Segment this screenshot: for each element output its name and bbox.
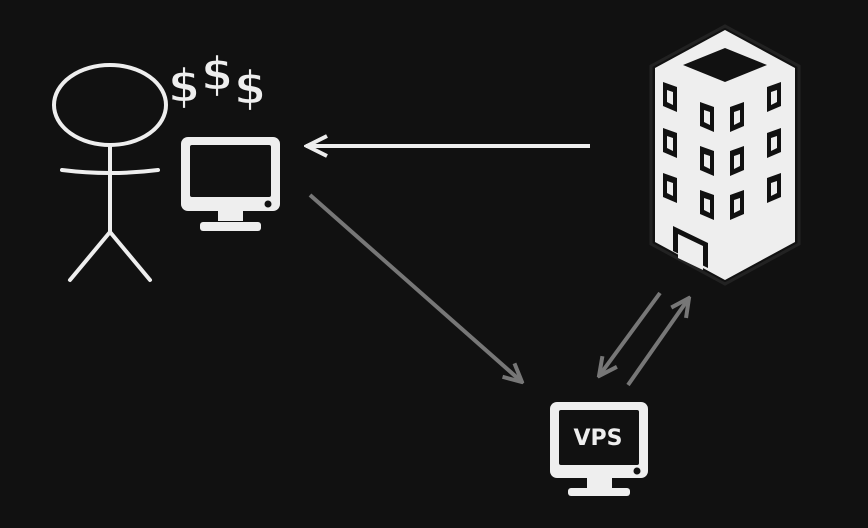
corporate-building-icon [649,24,801,286]
person-stick-figure [52,63,168,282]
dollar-sign: $ [168,59,200,113]
arrow-vps-to-building [626,298,689,387]
person-head [52,63,168,147]
user-computer-icon [181,137,280,231]
vps-server-icon: VPS [550,402,648,496]
arrow-user-to-vps [308,193,522,382]
vps-label: VPS [574,426,623,451]
person-left-leg [68,230,112,282]
arrow-building-to-vps [599,291,662,376]
dollar-sign: $ [234,61,266,115]
dollar-sign: $ [201,47,233,101]
person-arms [60,168,160,175]
money-icon: $ $ $ [167,46,267,116]
person-right-leg [108,230,152,282]
